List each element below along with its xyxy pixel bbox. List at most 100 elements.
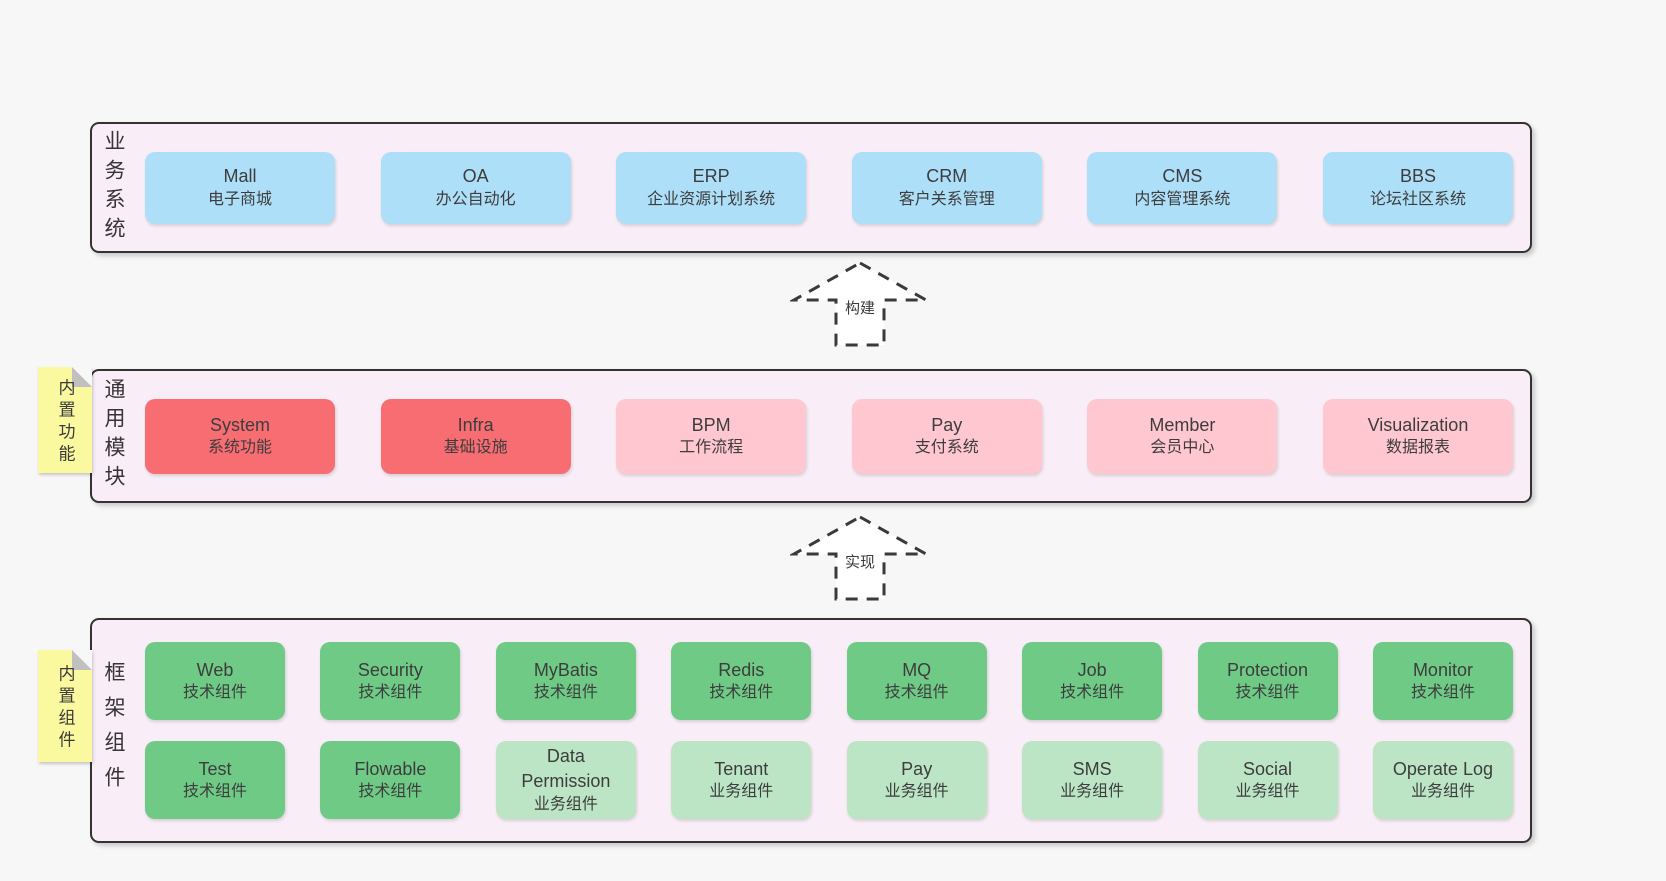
box-title: BPM	[691, 414, 731, 435]
box-subtitle: 会员中心	[1150, 439, 1215, 457]
box-mybatis: MyBatis 技术组件	[495, 642, 636, 720]
box-sms: SMS 业务组件	[1022, 741, 1163, 819]
box-mall: Mall 电子商城	[145, 151, 335, 224]
box-title: MQ	[902, 659, 932, 680]
sticky-note-builtin-components: 内置组件	[38, 650, 92, 762]
box-protection: Protection 技术组件	[1197, 642, 1338, 720]
box-title: Redis	[718, 659, 765, 680]
box-pay: Pay 支付系统	[851, 398, 1042, 474]
box-title: Mall	[223, 166, 257, 187]
box-title: Operate Log	[1392, 758, 1493, 779]
box-test: Test 技术组件	[145, 741, 285, 819]
box-web: Web 技术组件	[145, 642, 285, 720]
box-subtitle: 工作流程	[679, 439, 744, 457]
box-title: Pay	[901, 758, 933, 779]
box-erp: ERP 企业资源计划系统	[616, 151, 807, 224]
box-title: Test	[198, 758, 232, 779]
box-subtitle: 数据报表	[1385, 439, 1450, 457]
box-title: Monitor	[1412, 659, 1473, 680]
sticky-note-label: 内置功能	[55, 378, 75, 467]
box-title: Data Permission	[521, 746, 611, 791]
box-subtitle: 系统功能	[207, 439, 272, 457]
arrow-implement-label: 实现	[840, 550, 880, 573]
box-subtitle: 技术组件	[1060, 684, 1125, 702]
box-job: Job 技术组件	[1022, 642, 1163, 720]
box-subtitle: 技术组件	[182, 783, 247, 801]
box-subtitle: 客户关系管理	[898, 190, 995, 208]
box-subtitle: 技术组件	[884, 684, 949, 702]
box-visualization: Visualization 数据报表	[1322, 398, 1513, 474]
box-cms: CMS 内容管理系统	[1087, 151, 1278, 224]
box-title: CMS	[1162, 166, 1203, 187]
box-subtitle: 技术组件	[1235, 684, 1300, 702]
box-subtitle: 业务组件	[1410, 783, 1475, 801]
box-member: Member 会员中心	[1087, 398, 1278, 474]
box-title: Member	[1149, 414, 1216, 435]
folded-corner-icon	[72, 650, 92, 670]
box-title: Pay	[931, 414, 963, 435]
box-title: Protection	[1227, 659, 1309, 680]
folded-corner-icon	[72, 367, 92, 387]
box-subtitle: 支付系统	[914, 439, 979, 457]
box-title: System	[209, 414, 270, 435]
box-subtitle: 业务组件	[1235, 783, 1300, 801]
box-tenant: Tenant 业务组件	[671, 741, 812, 819]
box-title: Visualization	[1367, 414, 1469, 435]
box-crm: CRM 客户关系管理	[851, 151, 1042, 224]
box-redis: Redis 技术组件	[671, 642, 812, 720]
box-operate-log: Operate Log 业务组件	[1372, 741, 1513, 819]
arrow-build: 构建	[790, 260, 930, 348]
box-subtitle: 内容管理系统	[1134, 190, 1231, 208]
box-title: CRM	[926, 166, 968, 187]
box-subtitle: 电子商城	[207, 190, 272, 208]
box-subtitle: 业务组件	[709, 783, 774, 801]
arrow-build-label: 构建	[840, 296, 880, 319]
box-title: Flowable	[354, 758, 427, 779]
box-title: SMS	[1072, 758, 1112, 779]
panel-label-common-modules: 通用模块	[102, 378, 125, 494]
box-title: Web	[196, 659, 234, 680]
box-security: Security 技术组件	[320, 642, 461, 720]
common-modules-row: System 系统功能 Infra 基础设施 BPM 工作流程 Pay 支付系统 Member 会…	[145, 371, 1513, 501]
box-title: MyBatis	[533, 659, 598, 680]
box-subtitle: 论坛社区系统	[1369, 190, 1466, 208]
box-title: Job	[1077, 659, 1107, 680]
box-subtitle: 技术组件	[533, 684, 598, 702]
box-mq: MQ 技术组件	[846, 642, 987, 720]
box-subtitle: 技术组件	[709, 684, 774, 702]
box-pay: Pay 业务组件	[846, 741, 987, 819]
box-system: System 系统功能	[145, 398, 335, 474]
box-infra: Infra 基础设施	[380, 398, 571, 474]
panel-common-modules: 通用模块 System 系统功能 Infra 基础设施 BPM 工作流程 Pay 支付系统 Me…	[90, 369, 1532, 503]
box-title: Tenant	[714, 758, 769, 779]
box-subtitle: 业务组件	[533, 795, 598, 813]
box-subtitle: 业务组件	[884, 783, 949, 801]
box-subtitle: 办公自动化	[435, 190, 516, 208]
sticky-note-label: 内置组件	[55, 664, 75, 753]
box-subtitle: 技术组件	[358, 684, 423, 702]
box-title: Security	[357, 659, 423, 680]
box-social: Social 业务组件	[1197, 741, 1338, 819]
box-bpm: BPM 工作流程	[616, 398, 807, 474]
box-title: Infra	[457, 414, 494, 435]
panel-label-framework-components: 框架组件	[102, 660, 125, 801]
panel-label-business-systems: 业务系统	[102, 129, 125, 246]
box-subtitle: 技术组件	[182, 684, 247, 702]
arrow-implement: 实现	[790, 514, 930, 602]
box-title: Social	[1243, 758, 1293, 779]
box-data-permission: Data Permission 业务组件	[495, 741, 636, 819]
box-monitor: Monitor 技术组件	[1372, 642, 1513, 720]
box-subtitle: 技术组件	[1410, 684, 1475, 702]
box-title: ERP	[692, 166, 730, 187]
box-subtitle: 基础设施	[443, 439, 508, 457]
box-subtitle: 业务组件	[1060, 783, 1125, 801]
box-subtitle: 企业资源计划系统	[647, 190, 776, 208]
